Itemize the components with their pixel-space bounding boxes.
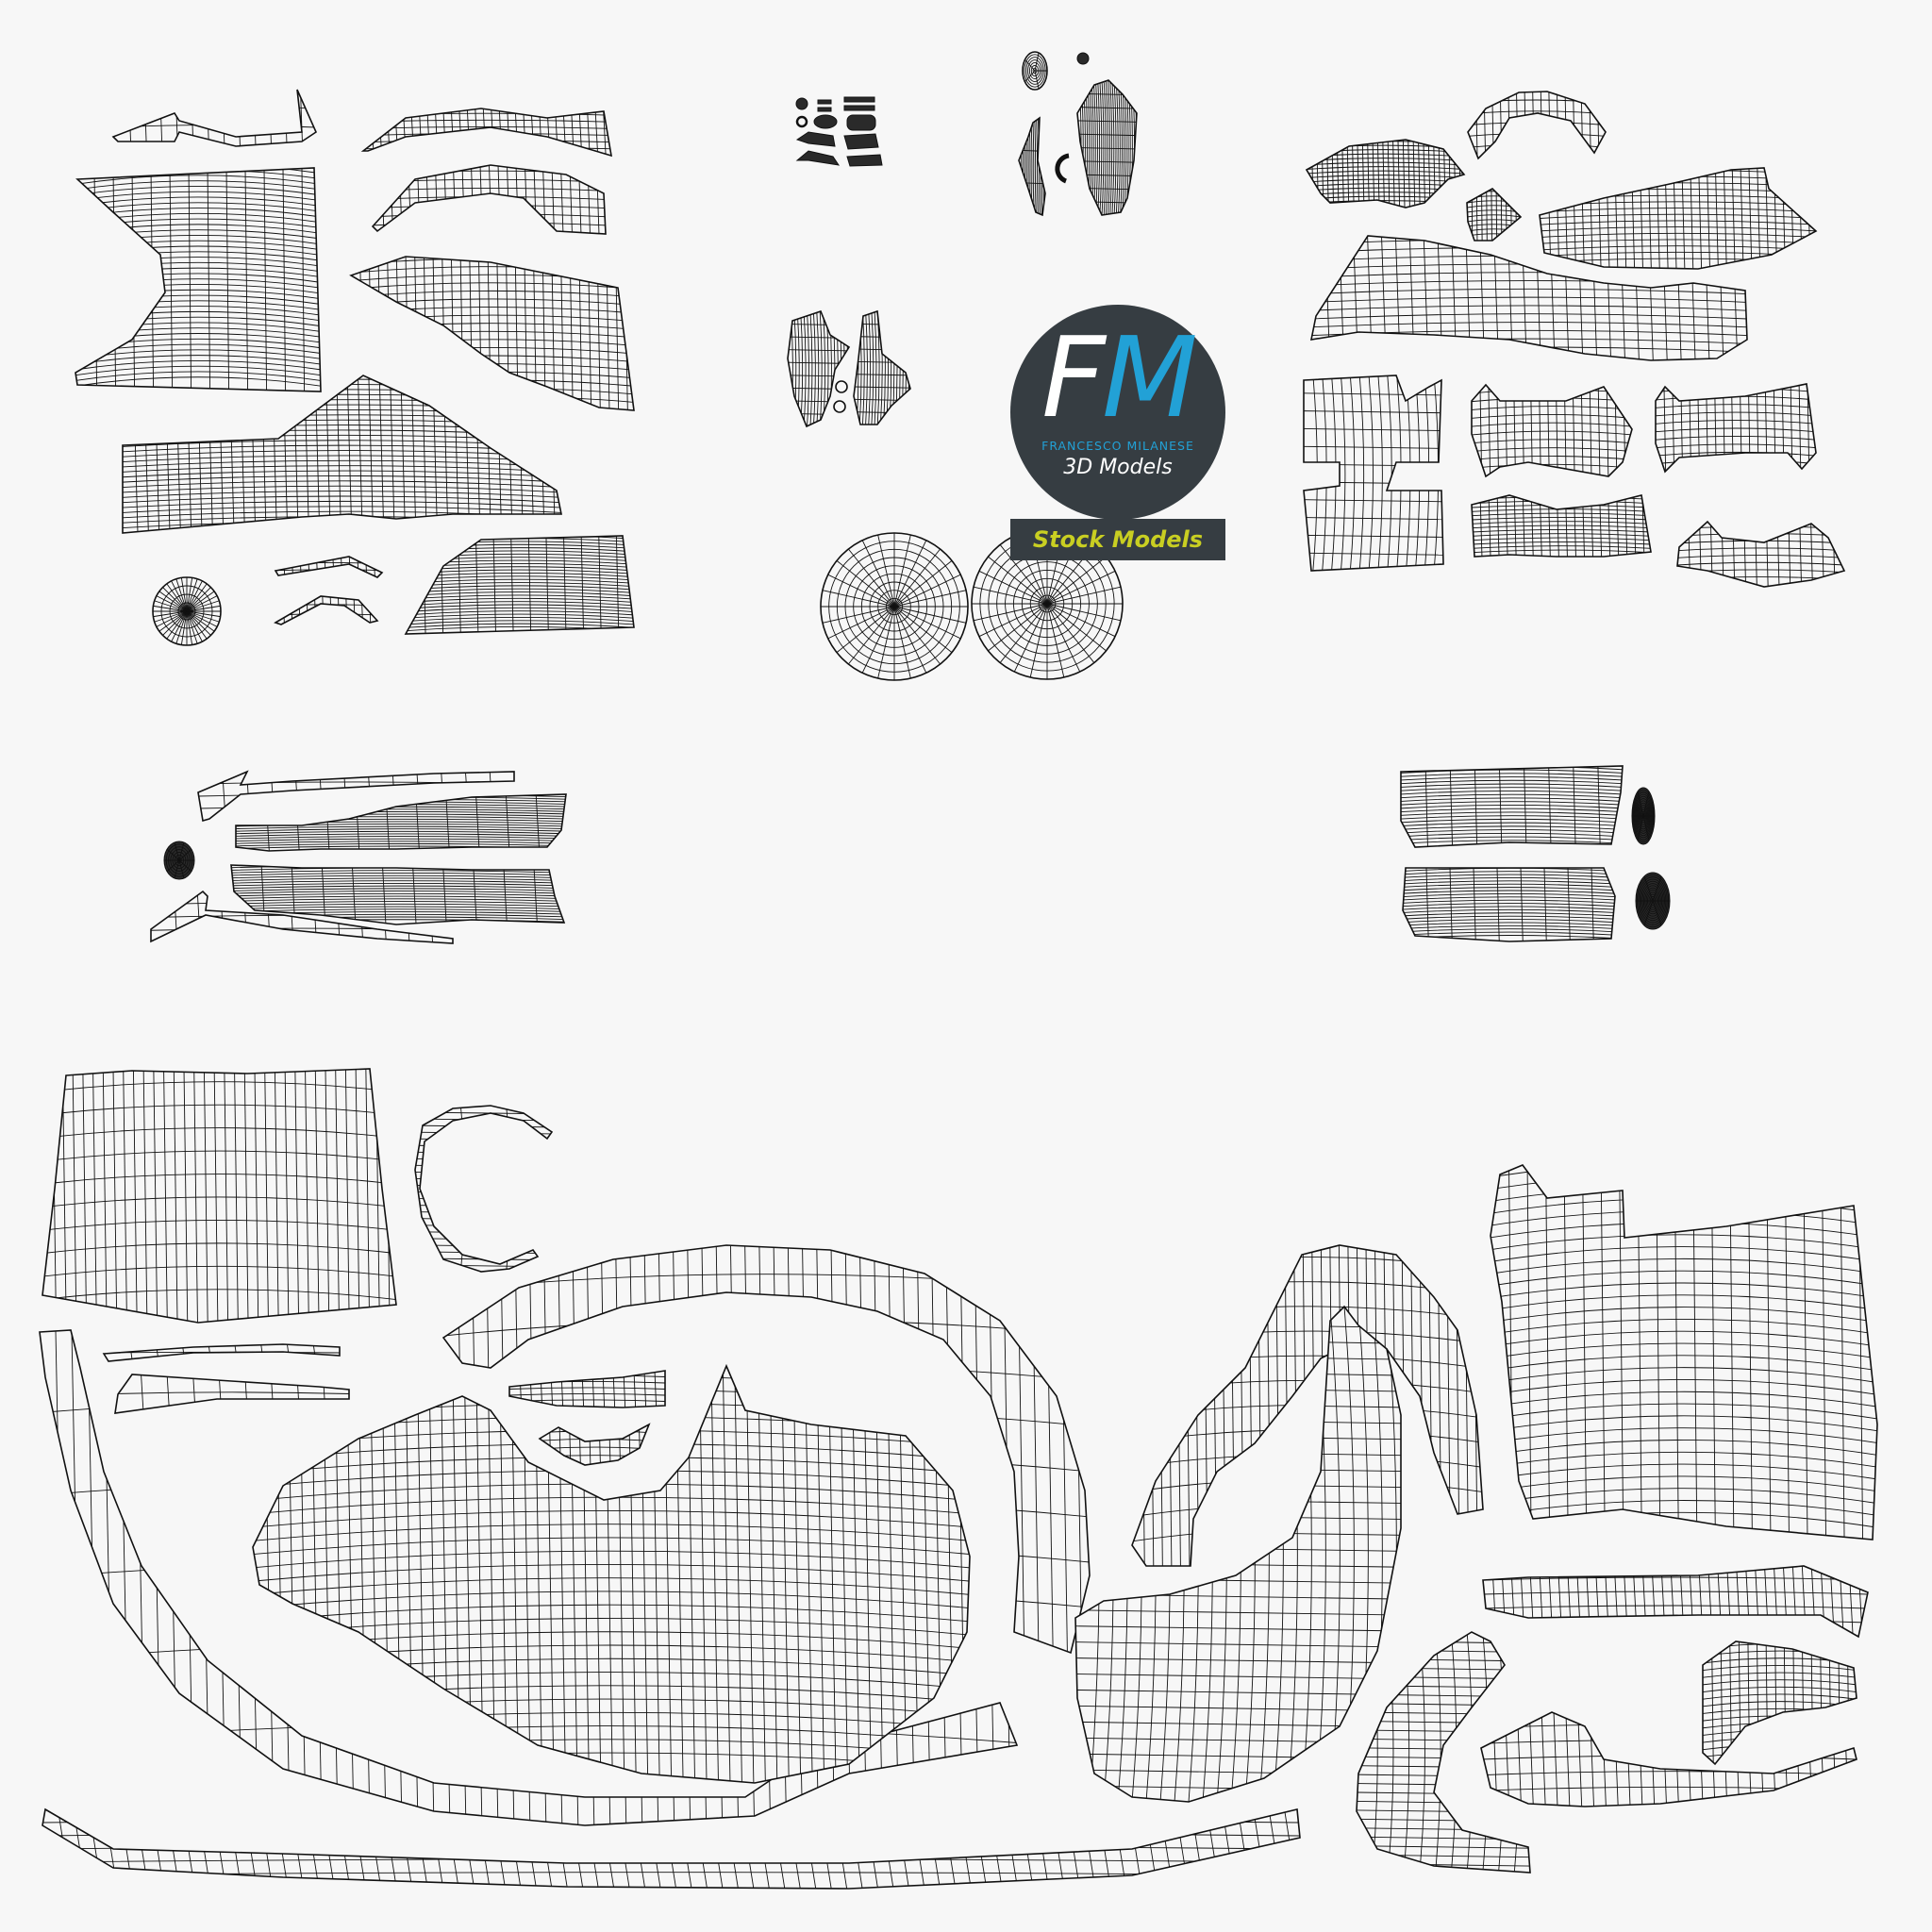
brand-logo-circle: FM FRANCESCO MILANESE 3D Models	[1010, 305, 1225, 520]
brand-tagline: 3D Models	[1063, 456, 1173, 479]
small-c-arc	[1055, 153, 1070, 184]
buttons-cluster	[795, 96, 883, 167]
small-wedge-island	[1466, 188, 1523, 242]
logo-letter-f: F	[1041, 312, 1106, 442]
leg-strip-bottom-island	[1402, 867, 1616, 942]
knob-right-b-island	[1635, 872, 1671, 930]
oval-small-island	[1022, 51, 1048, 91]
thin-strip-right-island	[1482, 1565, 1869, 1639]
stock-models-banner: Stock Models	[1010, 519, 1225, 560]
small-ball-a	[835, 380, 848, 393]
knob-right-a-island	[1631, 787, 1656, 845]
tall-panel-island	[1490, 1164, 1878, 1541]
brand-name: FRANCESCO MILANESE	[1041, 439, 1194, 453]
logo-letter-m: M	[1102, 312, 1198, 442]
fm-monogram: FM	[1010, 322, 1225, 433]
skirt-big-island	[252, 1363, 971, 1784]
dense-pieces	[795, 52, 1090, 413]
uv-islands	[39, 51, 1878, 1890]
ring-island	[152, 576, 222, 646]
wheel-right-island	[971, 527, 1124, 680]
vest-front-island	[1303, 375, 1444, 572]
small-dot	[1076, 52, 1090, 65]
skirt-panel-island	[42, 1068, 397, 1324]
small-ball-b	[833, 400, 846, 413]
leg-strip-top-island	[1400, 765, 1624, 848]
knob-left-island	[163, 841, 195, 880]
wheel-left-island	[820, 532, 969, 681]
